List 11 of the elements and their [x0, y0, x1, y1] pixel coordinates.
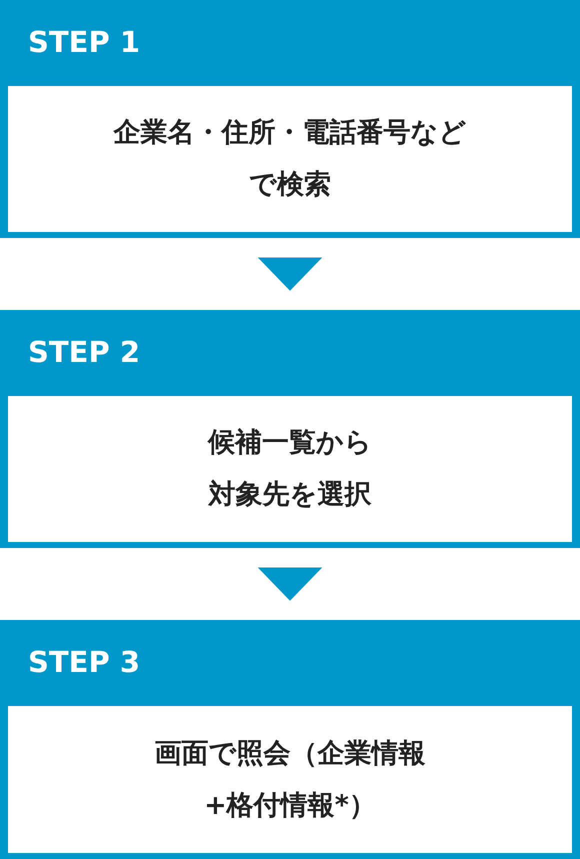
step-description-box: 画面で照会（企業情報+格付情報*） [8, 706, 572, 853]
step-panel [0, 0, 580, 238]
step-heading: STEP 1 [28, 24, 140, 61]
step-panel [0, 620, 580, 859]
arrow [258, 258, 322, 291]
arrow [258, 568, 322, 601]
step-panel [0, 310, 580, 548]
step-heading: STEP 3 [28, 644, 140, 681]
step-description-box: 企業名・住所・電話番号などで検索 [8, 86, 572, 232]
step-heading: STEP 2 [28, 334, 140, 371]
step-description-box: 候補一覧から対象先を選択 [8, 396, 572, 542]
